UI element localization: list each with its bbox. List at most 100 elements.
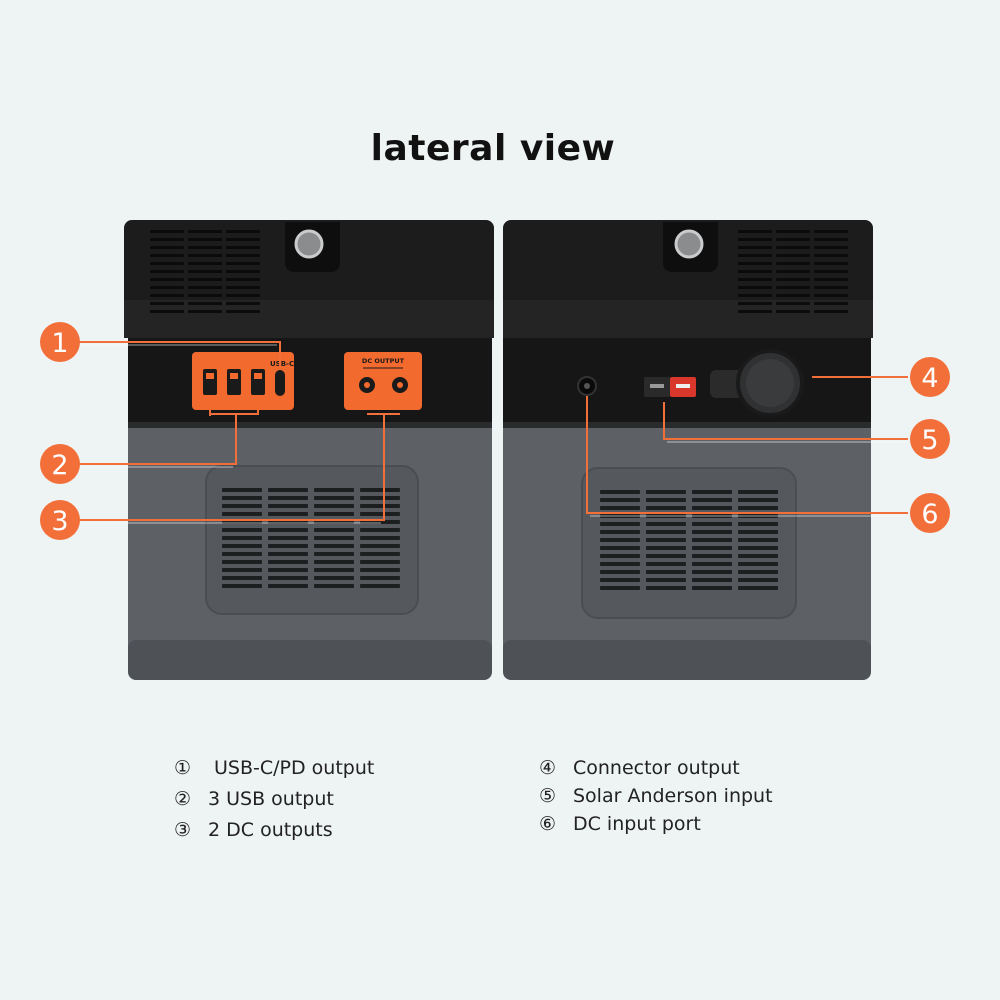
vent-slot [188, 254, 222, 257]
vent-slot [150, 302, 184, 305]
legend-marker: ③ [174, 819, 192, 841]
right-top-vent [738, 230, 848, 313]
vent-slot [314, 552, 354, 556]
legend-label: DC input port [573, 813, 701, 835]
vent-slot [360, 584, 400, 588]
callout-badge-3: 3 [40, 500, 80, 540]
vent-slot [646, 538, 686, 542]
vent-slot [360, 496, 400, 500]
vent-slot [360, 568, 400, 572]
vent-slot [738, 506, 778, 510]
legend-label: 2 DC outputs [208, 819, 333, 841]
vent-slot [814, 302, 848, 305]
vent-slot [314, 576, 354, 580]
vent-slot [314, 496, 354, 500]
vent-slot [226, 294, 260, 297]
vent-slot [814, 294, 848, 297]
vent-slot [738, 278, 772, 281]
vent-slot [646, 546, 686, 550]
legend-label: Connector output [573, 757, 740, 779]
legend-label: 3 USB output [208, 788, 334, 810]
vent-slot [150, 254, 184, 257]
vent-slot [226, 302, 260, 305]
vent-slot [222, 568, 262, 572]
vent-slot [738, 246, 772, 249]
vent-slot [600, 570, 640, 574]
vent-slot [776, 230, 810, 233]
vent-slot [692, 530, 732, 534]
legend-marker: ⑤ [539, 785, 557, 807]
legend-item-dc-input: ⑥ DC input port [539, 810, 773, 838]
callout-badges: 1 2 3 4 5 6 [40, 322, 950, 540]
vent-slot [600, 578, 640, 582]
vent-slot [814, 238, 848, 241]
usb-a-port-3 [251, 369, 265, 395]
vent-slot [738, 310, 772, 313]
vent-slot [776, 310, 810, 313]
vent-slot [360, 528, 400, 532]
callout-line-3 [78, 414, 385, 521]
vent-slot [776, 270, 810, 273]
vent-slot [692, 490, 732, 494]
vent-slot [150, 286, 184, 289]
vent-slot [600, 562, 640, 566]
vent-slot [314, 512, 354, 516]
dc-output-panel [344, 352, 422, 410]
vent-slot [360, 512, 400, 516]
left-unit: USB-C DC OUTPUT [124, 220, 494, 680]
vent-slot [738, 270, 772, 273]
vent-slot [226, 246, 260, 249]
vent-slot [738, 238, 772, 241]
left-handle-knob [294, 229, 324, 259]
legend-label: Solar Anderson input [573, 785, 773, 807]
vent-slot [226, 262, 260, 265]
callout-line-5 [663, 402, 908, 440]
vent-slot [226, 310, 260, 313]
vent-slot [738, 498, 778, 502]
vent-slot [268, 552, 308, 556]
vent-slot [226, 270, 260, 273]
vent-slot [314, 488, 354, 492]
vent-slot [600, 538, 640, 542]
vent-slot [222, 496, 262, 500]
vent-slot [776, 262, 810, 265]
legend-marker: ① [174, 757, 192, 779]
vent-slot [226, 278, 260, 281]
vent-slot [188, 238, 222, 241]
callout-badge-1: 1 [40, 322, 80, 362]
callout-badge-2: 2 [40, 444, 80, 484]
vent-slot [738, 546, 778, 550]
vent-slot [600, 498, 640, 502]
vent-slot [692, 578, 732, 582]
callout-badge-4: 4 [910, 357, 950, 397]
vent-slot [188, 246, 222, 249]
vent-slot [738, 302, 772, 305]
vent-slot [646, 506, 686, 510]
vent-slot [360, 536, 400, 540]
vent-slot [646, 586, 686, 590]
vent-slot [776, 286, 810, 289]
usb-c-label: USB-C [270, 360, 294, 368]
vent-slot [646, 522, 686, 526]
vent-slot [222, 544, 262, 548]
vent-slot [776, 302, 810, 305]
vent-slot [600, 506, 640, 510]
vent-slot [692, 522, 732, 526]
vent-slot [226, 238, 260, 241]
vent-slot [150, 230, 184, 233]
usb-c-port [275, 370, 285, 396]
vent-slot [692, 570, 732, 574]
vent-slot [814, 278, 848, 281]
legend-label: USB-C/PD output [214, 757, 375, 779]
vent-slot [150, 270, 184, 273]
page-title: lateral view [370, 128, 616, 169]
vent-slot [314, 568, 354, 572]
callout-lines [78, 341, 908, 521]
vent-slot [188, 262, 222, 265]
legend-marker: ⑥ [539, 813, 557, 835]
vent-slot [222, 552, 262, 556]
dc-output-label: DC OUTPUT [362, 357, 405, 365]
